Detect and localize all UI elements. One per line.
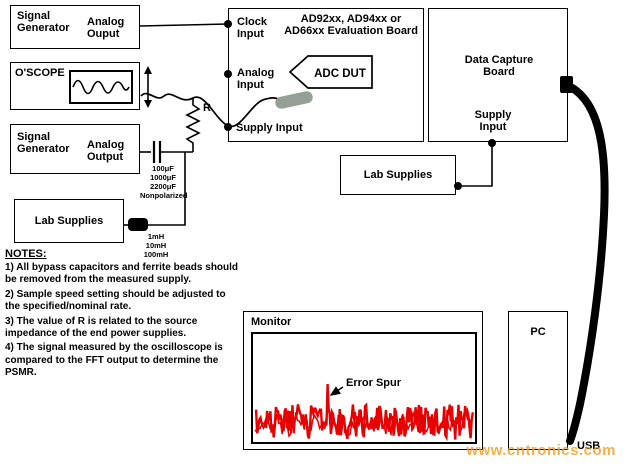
lab-supplies-1-box: Lab Supplies [14,199,124,243]
ferrite-value-1: 1mH [147,232,165,241]
note-1: 1) All bypass capacitors and ferrite bea… [5,262,239,286]
note-2: 2) Sample speed setting should be adjust… [5,288,226,313]
resistor-symbol [185,98,201,152]
lab-supplies-2-box: Lab Supplies [340,155,456,195]
oscope-box: O'SCOPE [10,62,140,110]
pc-title: PC [530,326,546,338]
ferrite-value-3: 100mH [143,249,169,259]
notes-heading: NOTES: [5,248,47,260]
evaluation-board-box: AD92xx, AD94xx or AD66xx Evaluation Boar… [228,8,424,142]
data-capture-supply-input-label: Supply Input [474,109,512,134]
noise-waveform-2 [254,393,474,438]
fft-plot: Error Spur [254,377,474,442]
evaluation-board-title: AD92xx, AD94xx or AD66xx Evaluation Boar… [284,13,418,38]
supply-input-label: Supply Input [236,122,303,134]
ferrite-bead-symbol [128,218,148,231]
analog-input-label: Analog Input [237,67,275,92]
data-capture-board-box: Data Capture Board Supply Input [428,8,568,142]
oscope-screen [69,70,133,104]
signal-generator-2-title: Signal Generator [17,131,70,156]
signal-generator-2-port-label: Analog Output [87,139,125,164]
error-spur-annotation: Error Spur [346,377,402,389]
signal-generator-1-box: Signal Generator Analog Ouput [10,5,140,49]
amplitude-arrow [144,66,152,108]
signal-generator-1-title: Signal Generator [17,10,70,35]
oscope-waveform [72,79,130,95]
monitor-title: Monitor [251,316,292,328]
watermark: www.cntronics.com [466,442,616,459]
monitor-screen: Error Spur [251,332,477,444]
signal-generator-2-box: Signal Generator Analog Output [10,124,140,174]
ferrite-value-2: 10mH [145,240,167,250]
lab-supplies-1-title: Lab Supplies [34,215,104,227]
data-capture-board-title: Data Capture Board [464,54,534,79]
usb-cable [560,80,609,445]
clock-input-label: Clock Input [237,16,267,41]
oscope-title: O'SCOPE [15,67,65,79]
error-spur-arrow [329,386,344,396]
cap-value-4: Nonpolarized [140,190,188,200]
wire-clock [139,23,229,27]
signal-generator-1-port-label: Analog Ouput [87,16,125,41]
pc-box: PC [508,311,568,450]
resistor-label: R [203,102,211,114]
note-4: 4) The signal measured by the oscillosco… [5,342,223,379]
wire-labsupply2 [456,143,493,187]
capacitor-symbol [152,141,162,163]
capacitor-values: 100μF 1000μF 2200μF Nonpolarized [140,164,188,200]
lab-supplies-2-title: Lab Supplies [363,169,433,181]
notes-section: NOTES: 1) All bypass capacitors and ferr… [5,248,243,382]
note-3: 3) The value of R is related to the sour… [5,315,198,339]
monitor-box: Monitor Error Spur [243,311,483,450]
ferrite-values: 1mH 10mH 100mH [138,232,174,260]
